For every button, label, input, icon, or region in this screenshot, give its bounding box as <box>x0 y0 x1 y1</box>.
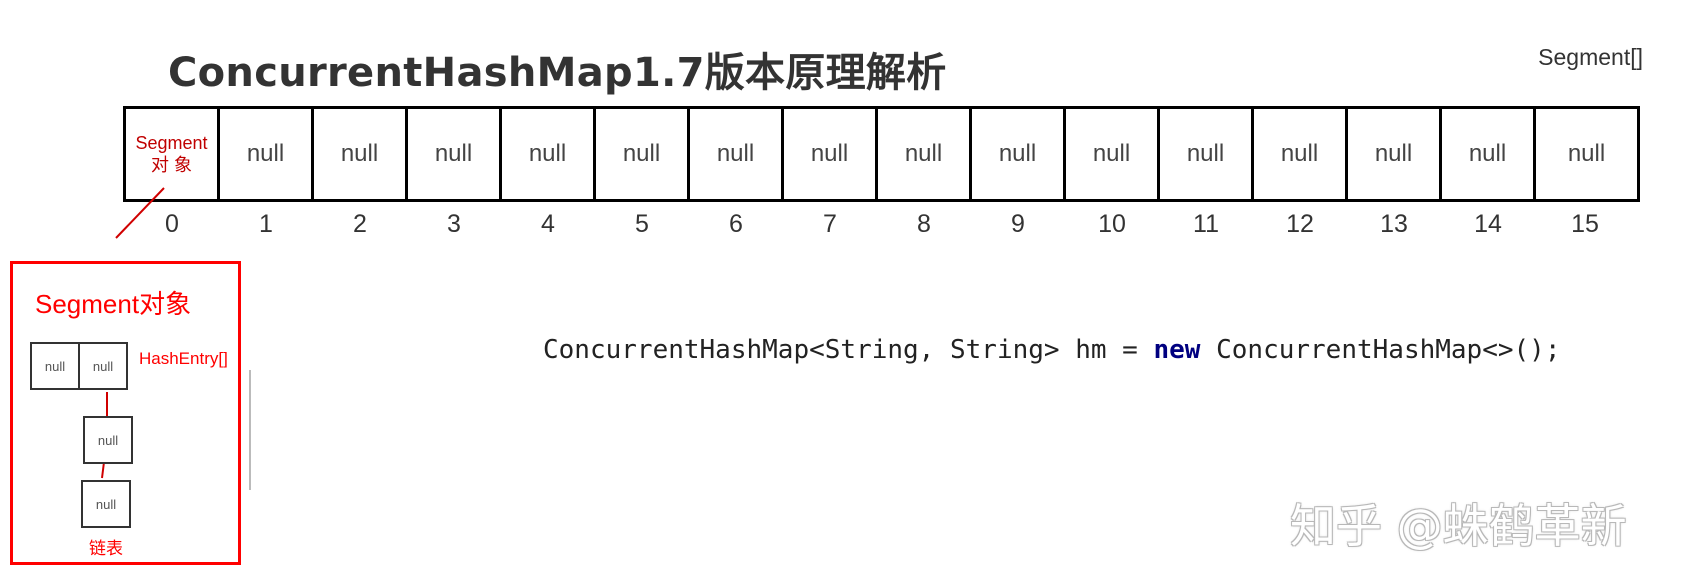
segment-cell-10: null <box>1066 109 1160 199</box>
segment-cell-15: null <box>1567 140 1606 167</box>
segment-cell-5: null <box>596 109 690 199</box>
side-divider <box>249 370 251 490</box>
segment-cell-2: null <box>314 109 408 199</box>
code-before: ConcurrentHashMap<String, String> hm = <box>543 335 1154 365</box>
linked-node-2: null <box>81 480 131 528</box>
array-index-15: 15 <box>1571 210 1599 238</box>
hash-entry-0: null <box>30 342 80 390</box>
array-index-1: 1 <box>259 210 273 238</box>
segment-cell-3: null <box>408 109 502 199</box>
array-index-5: 5 <box>635 210 649 238</box>
segment-cell-6: null <box>690 109 784 199</box>
segment-array: Segment 对 象 null null null null null nul… <box>123 106 1640 202</box>
array-index-4: 4 <box>541 210 555 238</box>
array-index-11: 11 <box>1193 210 1219 238</box>
page-title: ConcurrentHashMap1.7版本原理解析 <box>168 50 947 96</box>
segment-cell-1: null <box>220 109 314 199</box>
segment-cell-9: null <box>972 109 1066 199</box>
node-to-node-line <box>101 461 105 479</box>
segment-array-label: Segment[] <box>1538 44 1643 70</box>
linked-list-label: 链表 <box>89 539 123 558</box>
segment-cell-14: null <box>1442 109 1536 199</box>
segment-cell-11: null <box>1160 109 1254 199</box>
code-keyword-new: new <box>1153 335 1201 365</box>
array-index-7: 7 <box>823 210 837 238</box>
segment-pointer-line <box>115 187 165 239</box>
segment-cell-0-line1: Segment <box>135 133 208 153</box>
segment-object-box: Segment对象 null null HashEntry[] null nul… <box>10 261 241 565</box>
array-index-10: 10 <box>1098 210 1126 238</box>
linked-node-1: null <box>83 416 133 464</box>
hash-entry-1: null <box>78 342 128 390</box>
code-after: ConcurrentHashMap<>(); <box>1200 335 1561 365</box>
code-line: ConcurrentHashMap<String, String> hm = n… <box>543 335 1560 365</box>
segment-object-title: Segment对象 <box>35 289 192 319</box>
segment-cell-4: null <box>502 109 596 199</box>
watermark: 知乎 @蛛鹤革新 <box>1290 499 1627 553</box>
array-index-9: 9 <box>1011 210 1025 238</box>
array-index-0: 0 <box>165 210 179 238</box>
array-index-13: 13 <box>1380 210 1408 238</box>
array-index-12: 12 <box>1286 210 1314 238</box>
segment-cell-8: null <box>878 109 972 199</box>
hash-entry-label: HashEntry[] <box>139 349 228 368</box>
segment-cell-0: Segment 对 象 <box>126 109 220 199</box>
array-index-14: 14 <box>1474 210 1502 238</box>
array-index-3: 3 <box>447 210 461 238</box>
array-index-8: 8 <box>917 210 931 238</box>
array-index-2: 2 <box>353 210 367 238</box>
segment-cell-0-line2: 对 象 <box>150 155 192 175</box>
array-index-6: 6 <box>729 210 743 238</box>
segment-cell-7: null <box>784 109 878 199</box>
segment-cell-13: null <box>1348 109 1442 199</box>
segment-cell-12: null <box>1254 109 1348 199</box>
